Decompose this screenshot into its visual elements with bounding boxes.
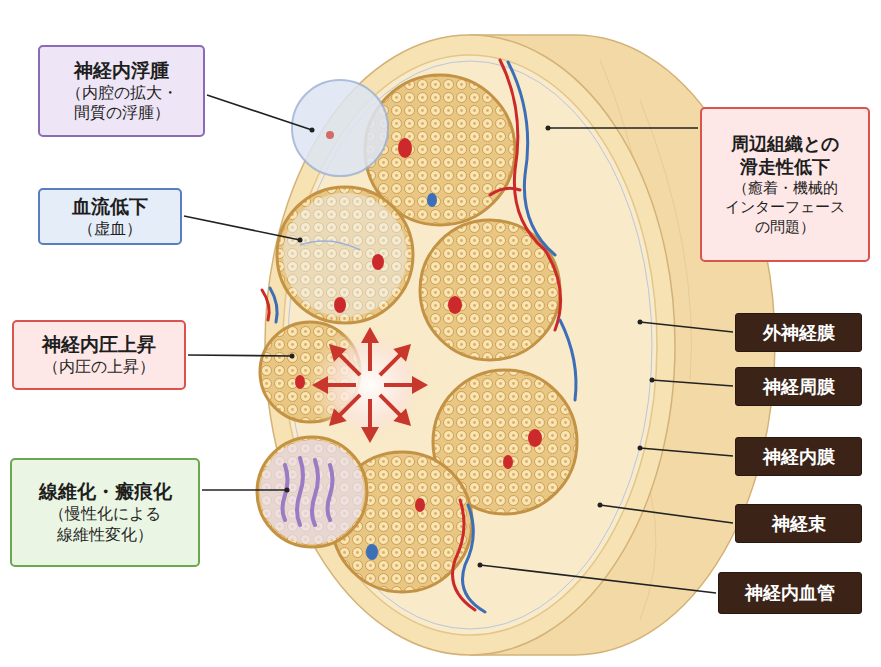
callout-body: （慢性化による 線維性変化） — [24, 504, 186, 546]
callout-body: （内腔の拡大・ 間質の浮腫） — [50, 83, 193, 125]
callout-heading: 神経束 — [742, 512, 855, 535]
callout-heading: 周辺組織との 滑走性低下 — [712, 132, 858, 179]
part-label: 神経内膜 — [735, 437, 862, 476]
callout-heading: 神経内圧上昇 — [22, 332, 176, 357]
callout-heading: 線維化・瘢痕化 — [24, 479, 186, 504]
callout-heading: 神経内血管 — [725, 581, 855, 604]
callout-box: 血流低下（虚血） — [38, 188, 182, 245]
callout-heading: 神経内膜 — [742, 445, 855, 468]
callout-heading: 神経内浮腫 — [50, 58, 193, 83]
part-label: 外神経膜 — [735, 313, 862, 352]
callout-heading: 神経周膜 — [742, 375, 855, 398]
part-label: 神経内血管 — [718, 572, 862, 614]
callout-box: 線維化・瘢痕化（慢性化による 線維性変化） — [10, 458, 200, 567]
callout-heading: 血流低下 — [48, 194, 172, 219]
callout-heading: 外神経膜 — [742, 321, 855, 344]
callout-body: （癒着・機械的 インターフェース の問題） — [712, 179, 858, 238]
part-label: 神経周膜 — [735, 367, 862, 406]
callout-box: 神経内浮腫（内腔の拡大・ 間質の浮腫） — [38, 45, 205, 137]
callout-body: （虚血） — [48, 219, 172, 240]
callout-box: 周辺組織との 滑走性低下（癒着・機械的 インターフェース の問題） — [700, 107, 870, 262]
callout-box: 神経内圧上昇（内圧の上昇） — [12, 320, 186, 390]
callout-body: （内圧の上昇） — [22, 357, 176, 378]
part-label: 神経束 — [735, 504, 862, 543]
